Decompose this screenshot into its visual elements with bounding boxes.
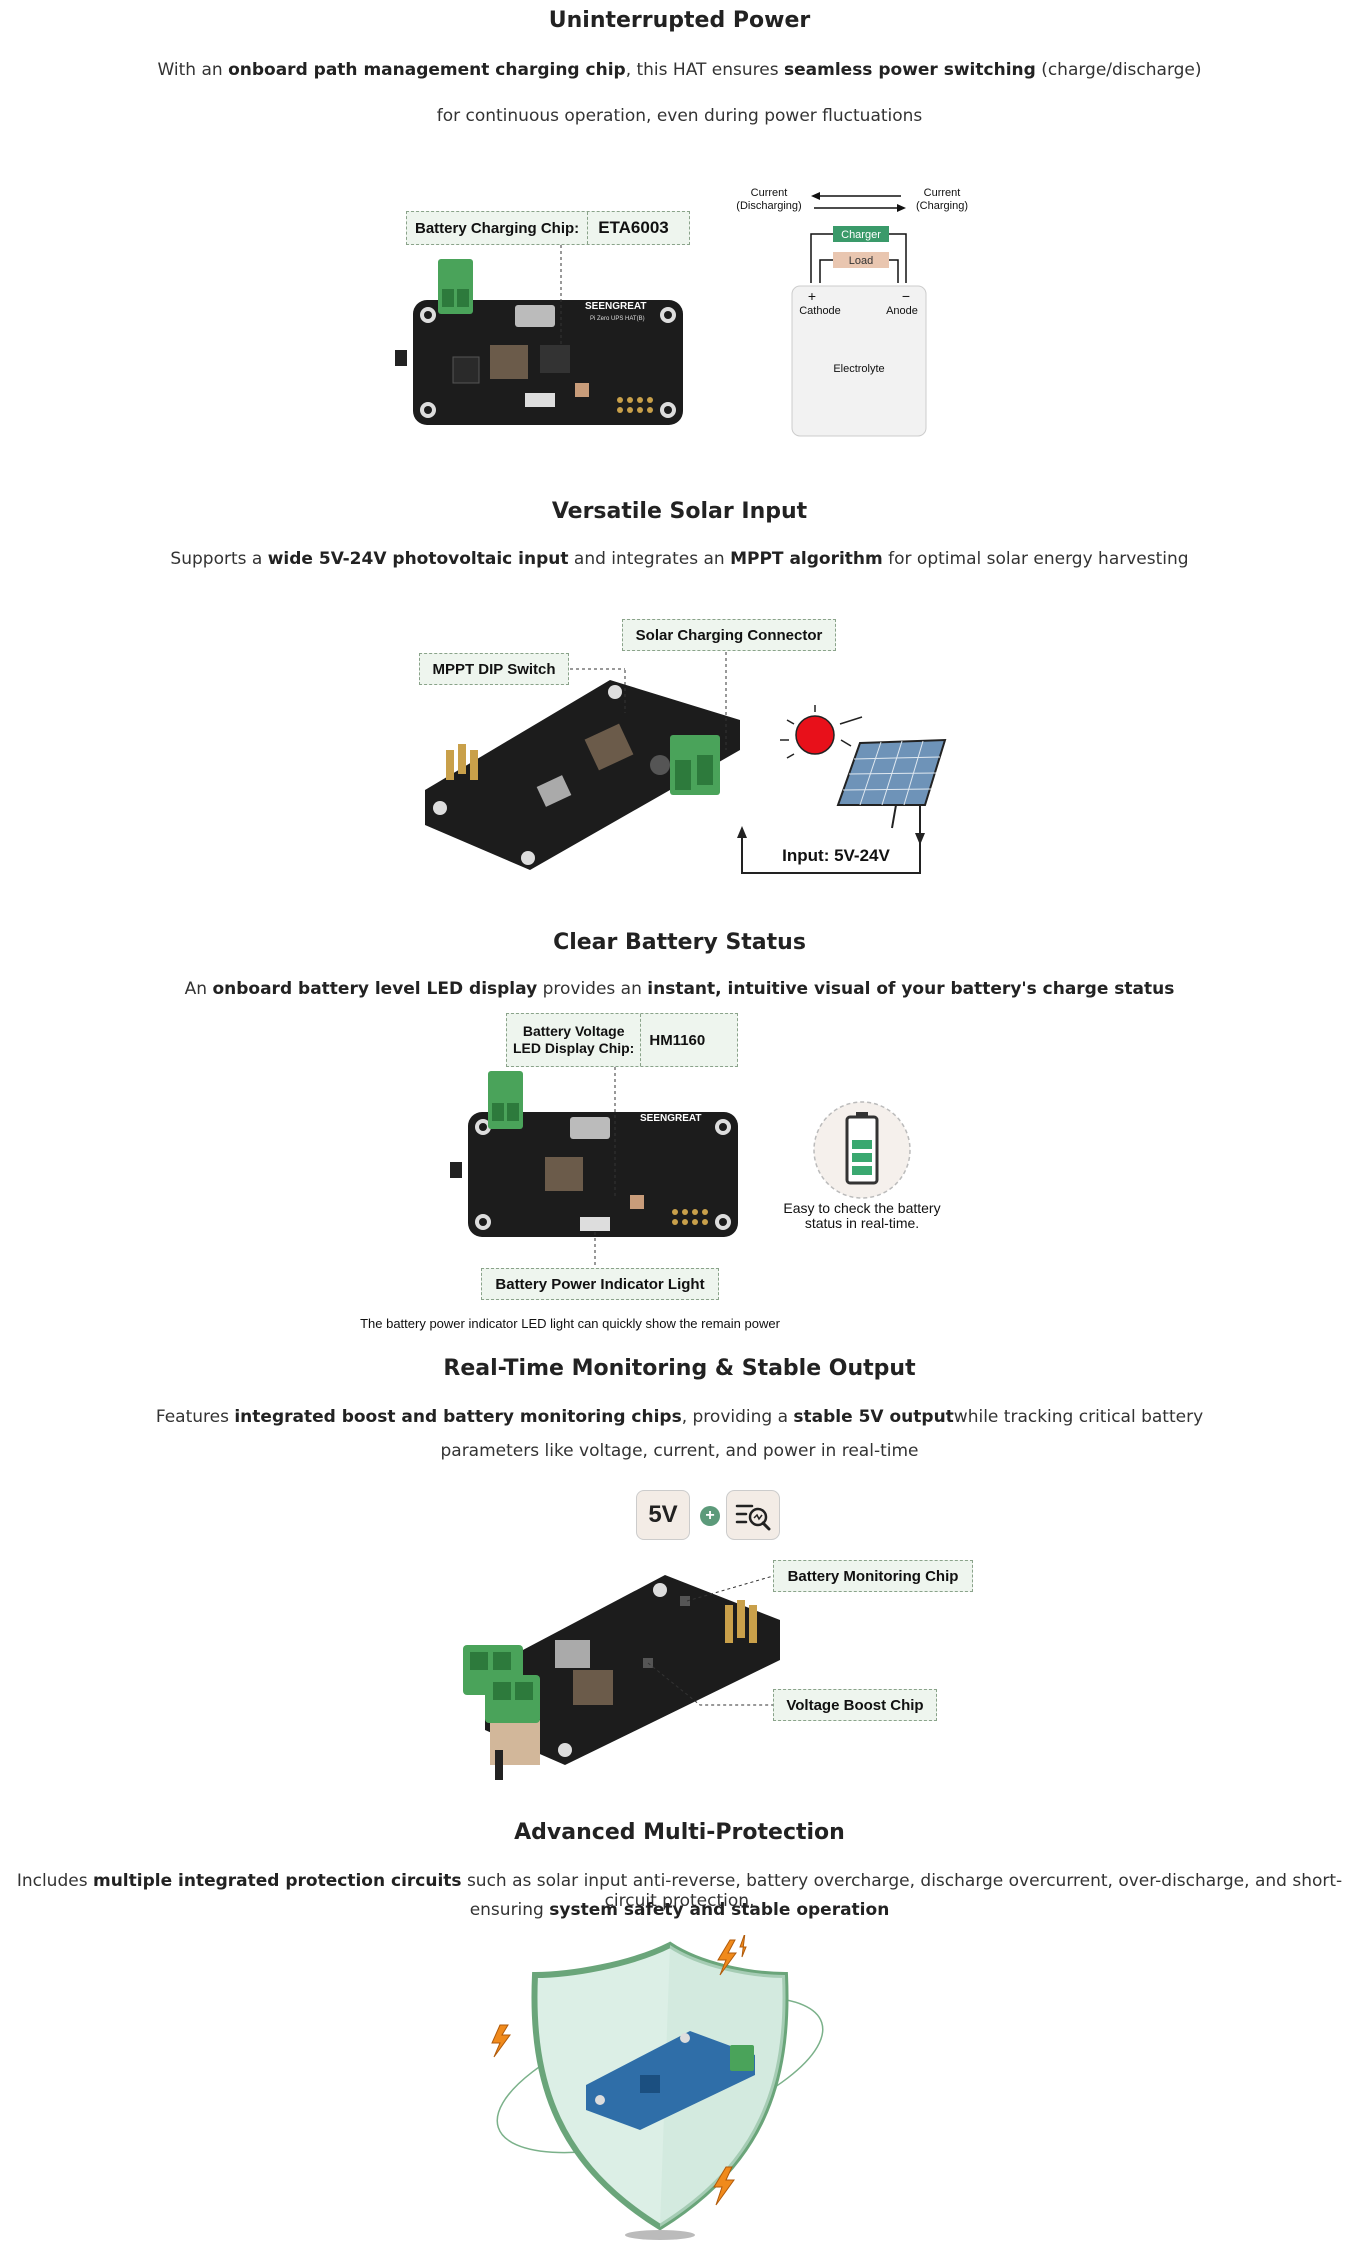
mppt-dip-switch-callout: MPPT DIP Switch xyxy=(419,653,569,685)
sun-icon xyxy=(795,715,835,755)
text-bold: integrated boost and battery monitoring … xyxy=(234,1407,682,1427)
protect-desc-line2: ensuring system safety and stable operat… xyxy=(0,1900,1359,1920)
battery-board-image: SEENGREAT xyxy=(450,1067,738,1267)
charger-label: Charger xyxy=(841,229,881,241)
text-bold: wide 5V-24V photovoltaic input xyxy=(267,549,569,569)
ups-desc-line1: With an onboard path management charging… xyxy=(0,60,1359,80)
callout-label-line: LED Display Chip: xyxy=(513,1040,635,1056)
callout-label-line: Battery Voltage xyxy=(522,1023,625,1039)
lightning-icon xyxy=(491,1935,747,2206)
battery-power-indicator-callout: Battery Power Indicator Light xyxy=(481,1268,719,1300)
section-title-protect: Advanced Multi-Protection xyxy=(514,1820,845,1845)
current-charging-label-1: Current xyxy=(924,187,961,199)
voltage-boost-chip-callout: Voltage Boost Chip xyxy=(773,1689,937,1721)
text-span: Features xyxy=(155,1407,235,1427)
sun-rays-icon xyxy=(780,705,863,759)
solar-charging-connector-callout: Solar Charging Connector xyxy=(622,619,836,651)
monitoring-search-icon xyxy=(726,1490,780,1540)
board-model: Pi Zero UPS HAT(B) xyxy=(590,316,645,322)
text-bold: onboard path management charging chip xyxy=(228,60,626,80)
text-span: , providing a xyxy=(681,1407,794,1427)
protection-shield-image xyxy=(491,1935,824,2240)
text-bold: instant, intuitive visual of your batter… xyxy=(647,979,1175,999)
section-title-monitor: Real-Time Monitoring & Stable Output xyxy=(443,1356,916,1381)
text-span: provides an xyxy=(537,979,648,999)
board-brand: SEENGREAT xyxy=(640,1113,702,1124)
callout-label: Battery Charging Chip: xyxy=(407,212,589,244)
anode-label: Anode xyxy=(886,305,918,317)
solar-board-image: Input: 5V-24V xyxy=(425,640,947,874)
callout-value: HM1160 xyxy=(649,1031,706,1049)
load-box xyxy=(833,252,889,268)
text-bold: stable 5V output xyxy=(793,1407,954,1427)
minus-sign: − xyxy=(902,288,910,304)
text-span: such as solar input anti-reverse, batter… xyxy=(461,1871,1343,1911)
battery-desc: An onboard battery level LED display pro… xyxy=(0,979,1359,999)
led-display-chip-callout: Battery Voltage LED Display Chip: HM1160 xyxy=(506,1013,738,1067)
battery-cell xyxy=(791,285,927,437)
current-charging-label-2: (Charging) xyxy=(916,200,968,212)
5v-badge: 5V xyxy=(636,1490,690,1540)
battery-footnote: The battery power indicator LED light ca… xyxy=(360,1316,780,1331)
monitor-desc-line2: parameters like voltage, current, and po… xyxy=(440,1441,919,1461)
protect-desc-line1: Includes multiple integrated protection … xyxy=(0,1871,1359,1911)
battery-monitoring-chip-callout: Battery Monitoring Chip xyxy=(773,1560,973,1592)
text-span: while tracking critical battery xyxy=(953,1407,1204,1427)
text-span: ensuring xyxy=(469,1900,550,1920)
section-title-battery: Clear Battery Status xyxy=(553,930,806,955)
text-bold: onboard battery level LED display xyxy=(212,979,538,999)
ups-board-image: SEENGREAT Pi Zero UPS HAT(B) xyxy=(395,245,683,425)
text-span: and integrates an xyxy=(568,549,731,569)
plus-sign: + xyxy=(808,288,816,304)
monitor-desc-line1: Features integrated boost and battery mo… xyxy=(0,1407,1359,1427)
board-brand: SEENGREAT xyxy=(585,301,647,312)
text-span: for optimal solar energy harvesting xyxy=(882,549,1189,569)
text-span: An xyxy=(184,979,213,999)
charge-discharge-diagram: Current (Discharging) Current (Charging)… xyxy=(736,187,968,437)
battery-level-icon xyxy=(813,1101,911,1199)
section-title-ups: Uninterrupted Power xyxy=(548,8,811,33)
easy-check-caption: Easy to check the battery status in real… xyxy=(762,1201,962,1231)
section-title-solar: Versatile Solar Input xyxy=(551,499,808,524)
plus-icon: + xyxy=(700,1506,720,1526)
current-discharging-label-1: Current xyxy=(751,187,788,199)
battery-charging-chip-callout: Battery Charging Chip: ETA6003 xyxy=(406,211,690,245)
solar-panel-icon xyxy=(836,738,947,806)
text-span: With an xyxy=(157,60,229,80)
callout-value: ETA6003 xyxy=(598,218,669,237)
caption-line: Easy to check the battery xyxy=(783,1200,941,1216)
text-span: Supports a xyxy=(170,549,268,569)
electrolyte-label: Electrolyte xyxy=(833,363,884,375)
solar-desc: Supports a wide 5V-24V photovoltaic inpu… xyxy=(0,549,1359,569)
cathode-label: Cathode xyxy=(799,305,841,317)
charger-box xyxy=(833,226,889,242)
text-bold: multiple integrated protection circuits xyxy=(92,1871,462,1891)
text-span: Includes xyxy=(16,1871,93,1891)
ups-desc-line2: for continuous operation, even during po… xyxy=(436,106,923,126)
text-bold: MPPT algorithm xyxy=(730,549,883,569)
current-discharging-label-2: (Discharging) xyxy=(736,200,801,212)
text-span: , this HAT ensures xyxy=(625,60,784,80)
callout-label: Battery Voltage LED Display Chip: xyxy=(507,1014,642,1066)
text-span: (charge/discharge) xyxy=(1035,60,1202,80)
input-voltage-label: Input: 5V-24V xyxy=(782,846,890,865)
caption-line: status in real-time. xyxy=(804,1215,920,1231)
monitor-board-image xyxy=(463,1575,780,1780)
load-label: Load xyxy=(849,255,873,267)
text-bold: system safety and stable operation xyxy=(549,1900,890,1920)
text-bold: seamless power switching xyxy=(784,60,1036,80)
